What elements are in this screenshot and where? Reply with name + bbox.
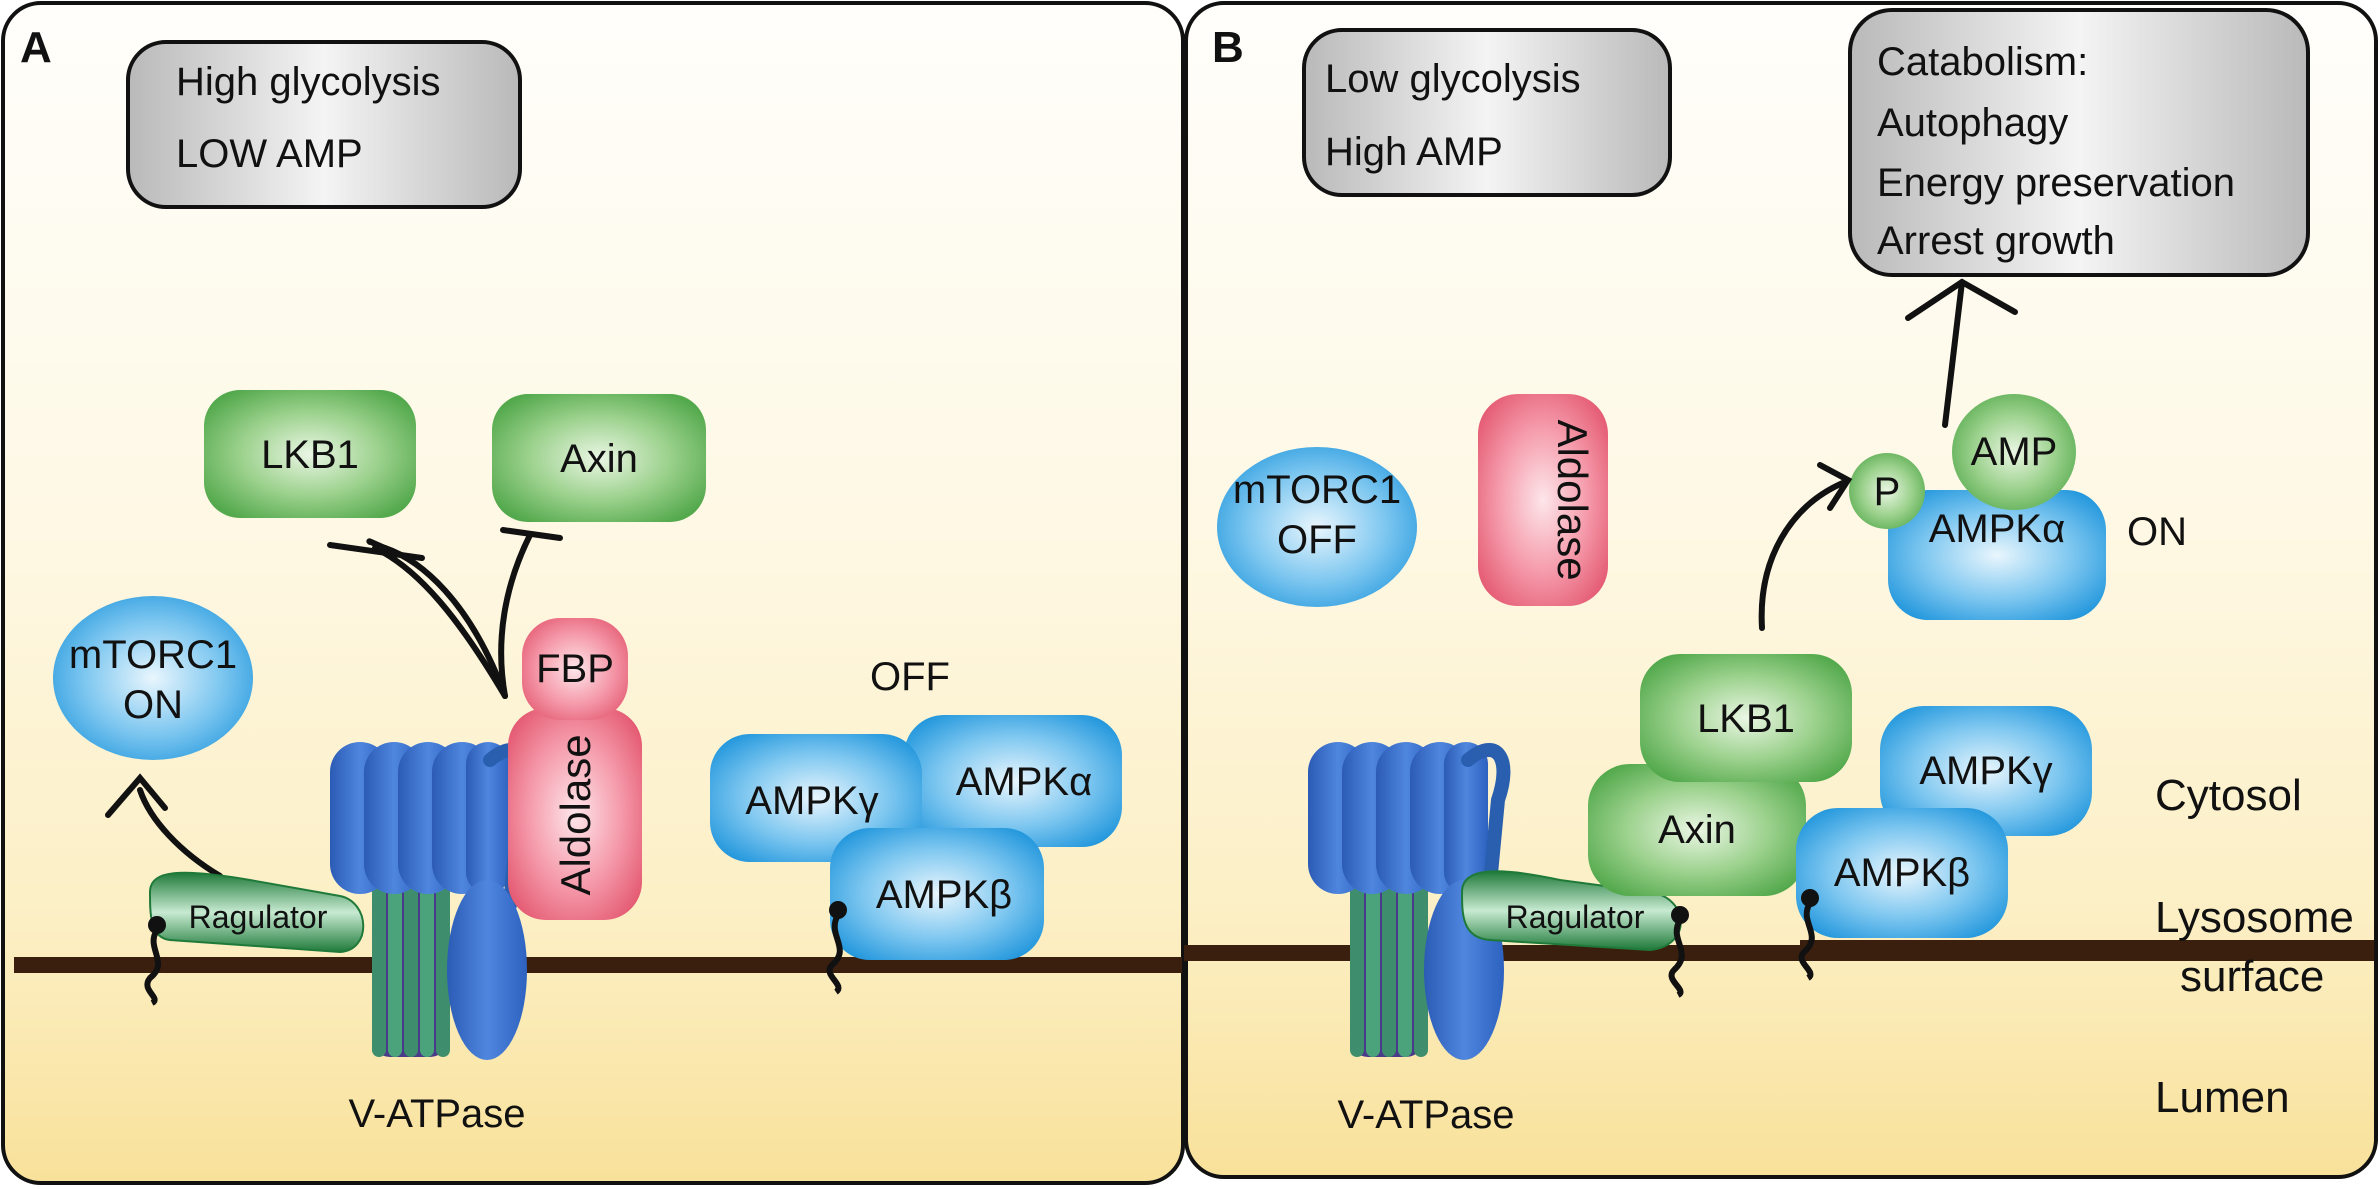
- panel-b-ampk-gamma: AMPKγ: [1880, 706, 2092, 836]
- panel-a-ampk-alpha: AMPKα: [904, 715, 1122, 847]
- panel-b-lkb1: LKB1: [1640, 654, 1852, 782]
- panel-b-phosphate: P: [1849, 453, 1925, 529]
- svg-text:Axin: Axin: [1658, 808, 1736, 852]
- svg-text:LKB1: LKB1: [261, 433, 359, 477]
- panel-b-axin: Axin: [1588, 764, 1806, 896]
- label-lumen: Lumen: [2155, 1073, 2290, 1122]
- panel-b-amp: AMP: [1952, 394, 2076, 510]
- panel-a-letter: A: [20, 23, 52, 72]
- svg-text:Arrest growth: Arrest growth: [1877, 219, 2115, 263]
- label-surface: surface: [2180, 952, 2324, 1001]
- svg-text:ON: ON: [123, 683, 183, 727]
- svg-text:AMPKα: AMPKα: [1929, 507, 2065, 551]
- panel-a-aldolase: Aldolase: [508, 708, 642, 920]
- panel-a-ampk-state: OFF: [870, 655, 950, 699]
- svg-text:mTORC1: mTORC1: [1233, 468, 1401, 512]
- svg-text:Axin: Axin: [560, 437, 638, 481]
- svg-text:Ragulator: Ragulator: [189, 899, 328, 935]
- svg-text:Aldolase: Aldolase: [1549, 419, 1596, 580]
- svg-text:AMPKα: AMPKα: [956, 760, 1092, 804]
- panel-a-ragulator: Ragulator: [148, 871, 365, 954]
- svg-text:FBP: FBP: [536, 647, 614, 691]
- status-line-2: LOW AMP: [176, 132, 363, 176]
- panel-a-lipid-anchor-ragulator: [144, 916, 166, 1006]
- status-line-2: High AMP: [1325, 130, 1503, 174]
- svg-text:LKB1: LKB1: [1697, 697, 1795, 741]
- panel-b-v-atpase: V-ATPase: [1308, 742, 1515, 1137]
- panel-b-ampk-alpha: AMPKα: [1888, 490, 2106, 620]
- svg-text:AMPKγ: AMPKγ: [1919, 749, 2052, 793]
- panel-a-status-box: High glycolysis LOW AMP: [126, 40, 522, 209]
- panel-b-membrane-continuation: [1800, 940, 2374, 956]
- panel-b-aldolase: Aldolase: [1478, 394, 1608, 606]
- svg-text:AMPKγ: AMPKγ: [745, 779, 878, 823]
- label-cytosol: Cytosol: [2155, 771, 2302, 820]
- svg-text:Ragulator: Ragulator: [1506, 899, 1645, 935]
- panel-a-membrane: [14, 957, 1182, 973]
- svg-text:P: P: [1874, 470, 1901, 514]
- panel-b-outcome-box: Catabolism: Autophagy Energy preservatio…: [1848, 8, 2310, 277]
- svg-text:AMP: AMP: [1971, 430, 2058, 474]
- label-lysosome: Lysosome: [2155, 893, 2354, 942]
- svg-text:Autophagy: Autophagy: [1877, 101, 2068, 145]
- svg-text:V-ATPase: V-ATPase: [1337, 1093, 1514, 1137]
- panel-a-lipid-anchor-ampk: [826, 901, 847, 995]
- svg-text:Catabolism:: Catabolism:: [1877, 40, 2088, 84]
- panel-a: A High glycolysis LOW AMP LKB1 Axin: [1, 1, 1185, 1185]
- panel-a-lkb1: LKB1: [204, 390, 416, 518]
- svg-text:V-ATPase: V-ATPase: [348, 1092, 525, 1136]
- panel-b-mtorc1: mTORC1 OFF: [1217, 447, 1417, 607]
- panel-a-inhibition-arrows: [327, 527, 563, 699]
- panel-b-status-box: Low glycolysis High AMP: [1302, 28, 1672, 197]
- svg-text:mTORC1: mTORC1: [69, 633, 237, 677]
- status-line-1: High glycolysis: [176, 60, 441, 104]
- status-line-1: Low glycolysis: [1325, 57, 1581, 101]
- panel-b-lipid-anchor-ragulator: [1668, 906, 1689, 998]
- panel-b-phosphorylation-arrow: [1758, 462, 1853, 631]
- panel-b-outcome-arrow: [1905, 278, 2018, 428]
- panel-a-v-atpase: V-ATPase: [330, 742, 533, 1136]
- svg-text:AMPKβ: AMPKβ: [876, 873, 1012, 917]
- svg-text:OFF: OFF: [1277, 518, 1357, 562]
- panel-b-ampk-state: ON: [2127, 510, 2187, 554]
- panel-a-mtorc1: mTORC1 ON: [53, 596, 253, 760]
- svg-text:AMPKβ: AMPKβ: [1834, 851, 1970, 895]
- svg-text:Energy preservation: Energy preservation: [1877, 161, 2235, 205]
- panel-a-fbp: FBP: [522, 618, 628, 720]
- panel-a-activation-arrow: [105, 773, 223, 879]
- panel-b-lipid-anchor-ampk: [1798, 889, 1819, 981]
- panel-b: B Low glycolysis High AMP Catabolism: Au…: [1184, 1, 2378, 1179]
- panel-a-axin: Axin: [492, 394, 706, 522]
- panel-b-ampk-beta: AMPKβ: [1796, 808, 2008, 938]
- panel-a-ampk-beta: AMPKβ: [830, 828, 1044, 960]
- panel-b-letter: B: [1212, 23, 1244, 72]
- svg-text:Aldolase: Aldolase: [552, 734, 599, 895]
